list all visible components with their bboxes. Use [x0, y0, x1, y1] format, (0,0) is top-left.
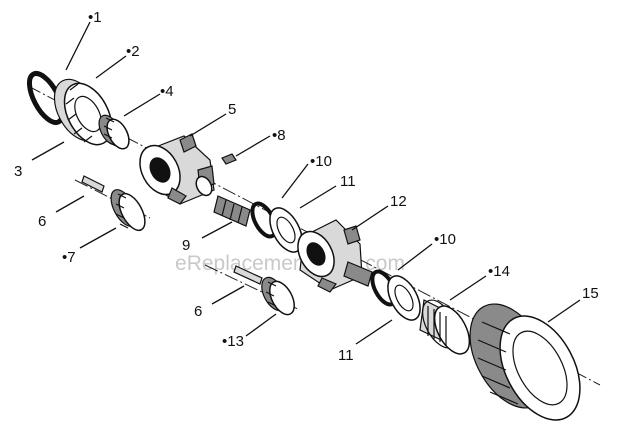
leader-8: [235, 135, 271, 157]
leader-1: [65, 21, 91, 71]
callout-7: •7: [62, 249, 76, 266]
callout-10b: •10: [434, 231, 456, 248]
leader-13: [245, 313, 277, 337]
callout-12: 12: [390, 193, 407, 210]
leader-11a: [299, 185, 337, 209]
leader-9: [201, 221, 233, 239]
pin-axis-lower: [204, 264, 301, 311]
part-13-gear: [261, 276, 295, 316]
leader-7: [79, 227, 117, 249]
leader-12: [351, 205, 389, 231]
leader-2: [95, 55, 127, 79]
part-8-key: [221, 153, 237, 165]
part-15-ring-gear: [469, 303, 581, 421]
part-11-washer-upper: [269, 207, 303, 253]
callout-14: •14: [488, 263, 510, 280]
part-14-bearing: [419, 299, 471, 355]
leader-3: [31, 141, 65, 161]
callout-6b: 6: [194, 303, 202, 320]
part-7-gear: [110, 189, 146, 232]
callout-6a: 6: [38, 213, 46, 230]
part-5-carrier: [139, 133, 215, 205]
part-9-shaft: [213, 195, 251, 227]
callout-15: 15: [582, 285, 599, 302]
part-12-carrier: [297, 219, 373, 293]
callout-1: •1: [88, 9, 102, 26]
leader-5: [189, 113, 227, 137]
leader-15: [547, 299, 581, 323]
callout-5: 5: [228, 101, 236, 118]
leader-4: [123, 93, 161, 117]
leader-14: [449, 275, 487, 301]
callout-11a: 11: [340, 173, 356, 190]
leader-lines: [31, 21, 581, 345]
callout-13: •13: [222, 333, 244, 350]
part-6-pin-upper: [81, 175, 105, 193]
leader-10a: [281, 163, 309, 199]
leader-6b: [211, 285, 245, 305]
part-4-gear: [98, 114, 130, 150]
leader-11b: [355, 319, 393, 345]
callout-2: •2: [126, 43, 140, 60]
callout-9: 9: [182, 237, 190, 254]
callout-4: •4: [160, 83, 174, 100]
leader-10b: [397, 243, 433, 271]
callout-8: •8: [272, 127, 286, 144]
callout-labels: •1 •2 3 •4 5 6 •7 •8 9 •10 11 12 •10 6 •…: [14, 9, 599, 364]
part-11-washer-lower: [387, 275, 421, 321]
callout-11b: 11: [338, 347, 354, 364]
callout-3: 3: [14, 163, 22, 180]
part-6-pin-lower: [233, 265, 263, 285]
callout-10a: •10: [310, 153, 332, 170]
leader-6a: [55, 195, 85, 213]
